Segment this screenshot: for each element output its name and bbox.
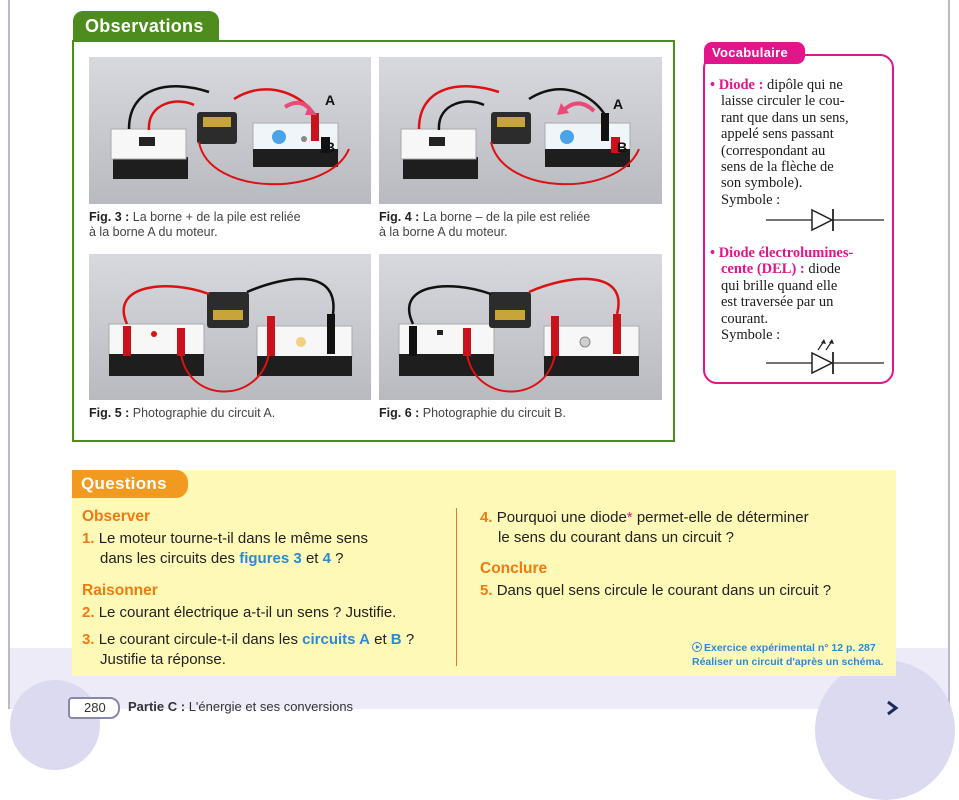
question-4-text-b: permet-elle de déterminer	[636, 509, 809, 526]
footer-part-title: L'énergie et ses conversions	[188, 699, 354, 714]
exercise-link[interactable]: Exercice expérimental n° 12 p. 287 Réali…	[692, 641, 884, 669]
link-figures-3[interactable]: figures 3	[239, 550, 302, 567]
page-number: 280	[84, 700, 106, 715]
caption-fig5-label: Fig. 5 :	[89, 406, 130, 420]
vocab-term-diode: Diode :	[718, 77, 764, 93]
vocab-symbol-label: Symbole :	[721, 191, 781, 208]
link-circuit-b[interactable]: B	[390, 631, 402, 648]
question-2: 2. Le courant électrique a-t-il un sens …	[82, 603, 452, 623]
caption-fig3-label: Fig. 3 :	[89, 210, 130, 224]
question-2-text: Le courant électrique a-t-il un sens ? J…	[98, 604, 397, 621]
exercise-line1: Exercice expérimental n° 12 p. 287	[704, 642, 876, 654]
caption-fig6-label: Fig. 6 :	[379, 406, 420, 420]
caption-fig3-text: La borne + de la pile est reliée	[132, 210, 301, 224]
footer-part-label: Partie C :	[128, 699, 186, 714]
questions-tab: Questions	[72, 470, 188, 498]
question-3-text-c: et	[374, 631, 387, 648]
vocab-line: (correspondant au	[721, 142, 826, 159]
caption-fig5: Fig. 5 : Photographie du circuit A.	[89, 406, 275, 421]
caption-fig3-text2: à la borne A du moteur.	[89, 225, 218, 239]
photo-label-a: A	[325, 92, 335, 108]
next-page-arrow-icon[interactable]	[884, 700, 900, 716]
question-4-number: 4.	[480, 509, 493, 526]
observations-tab: Observations	[73, 11, 219, 41]
bullet-icon: •	[710, 245, 716, 261]
question-1: 1. Le moteur tourne-t-il dans le même se…	[82, 529, 452, 569]
page-number-badge: 280	[68, 697, 120, 719]
link-circuits-a[interactable]: circuits A	[302, 631, 370, 648]
question-3-line2: Justifie ta réponse.	[100, 651, 226, 668]
led-symbol-icon	[766, 339, 884, 375]
caption-fig6-text: Photographie du circuit B.	[422, 406, 566, 420]
question-4: 4. Pourquoi une diode* permet-elle de dé…	[480, 508, 890, 548]
photo-fig3: A B	[89, 57, 371, 204]
caption-fig4-text: La borne – de la pile est reliée	[422, 210, 591, 224]
question-4-text-a: Pourquoi une diode	[496, 509, 627, 526]
question-5-text: Dans quel sens circule le courant dans u…	[496, 582, 832, 599]
vocab-entry-diode: • Diode : dipôle qui ne laisse circuler …	[710, 77, 890, 208]
page-frame-left	[8, 0, 10, 709]
photo4-label-b: B	[617, 139, 627, 155]
photo-fig5	[89, 254, 371, 400]
vocab-line: dipôle qui ne	[767, 77, 843, 93]
question-1-text-c: et	[305, 550, 319, 567]
play-circle-icon	[692, 642, 702, 652]
photo-fig4: A B	[379, 57, 662, 204]
vocab-line: qui brille quand elle	[721, 277, 838, 294]
vocab-line: diode	[808, 261, 841, 278]
vocab-line: sens de la flèche de	[721, 159, 834, 176]
vocabulary-panel	[703, 54, 894, 384]
photo4-label-a: A	[613, 96, 623, 112]
vocab-line: rant que dans un sens,	[721, 109, 849, 126]
vocab-term-led-1: Diode électrolumines-	[718, 245, 854, 261]
link-figure-4[interactable]: 4	[322, 550, 331, 567]
vocab-line: appelé sens passant	[721, 126, 834, 143]
vocabulary-title: Vocabulaire	[712, 45, 789, 60]
section-observer: Observer	[82, 508, 151, 525]
page-frame-right	[948, 0, 950, 709]
caption-fig4: Fig. 4 : La borne – de la pile est relié…	[379, 210, 590, 240]
questions-panel	[72, 470, 896, 676]
question-4-line2: le sens du courant dans un circuit ?	[498, 529, 734, 546]
glossary-star-icon: *	[626, 509, 633, 526]
question-3-number: 3.	[82, 631, 95, 648]
vocabulary-tab: Vocabulaire	[704, 42, 805, 64]
questions-title: Questions	[81, 474, 167, 493]
vocab-line: son symbole).	[721, 175, 803, 192]
watermark-circle-left	[10, 680, 100, 770]
question-5-number: 5.	[480, 582, 493, 599]
vocab-line: courant.	[721, 310, 769, 327]
exercise-line2: Réaliser un circuit d'après un schéma.	[692, 656, 884, 668]
caption-fig3: Fig. 3 : La borne + de la pile est relié…	[89, 210, 301, 240]
question-5: 5. Dans quel sens circule le courant dan…	[480, 581, 890, 601]
questions-divider	[456, 508, 457, 666]
vocab-term-led-2: cente (DEL) :	[721, 261, 805, 278]
question-1-text-a: Le moteur tourne-t-il dans le même sens	[98, 530, 368, 547]
question-1-number: 1.	[82, 530, 95, 547]
question-3: 3. Le courant circule-t-il dans les circ…	[82, 630, 452, 670]
question-2-number: 2.	[82, 604, 95, 621]
bullet-icon: •	[710, 77, 716, 93]
question-3-text-d: ?	[405, 631, 415, 648]
diode-symbol-icon	[766, 208, 884, 232]
caption-fig4-text2: à la borne A du moteur.	[379, 225, 508, 239]
caption-fig4-label: Fig. 4 :	[379, 210, 420, 224]
photo-label-b: B	[325, 139, 335, 155]
question-1-text-d: ?	[335, 550, 344, 567]
vocab-symbol-label: Symbole :	[721, 327, 781, 344]
vocab-entry-led: • Diode électrolumines- cente (DEL) : di…	[710, 245, 890, 343]
photo-fig6	[379, 254, 662, 400]
watermark-circle-right	[815, 660, 955, 800]
footer-part: Partie C : L'énergie et ses conversions	[128, 699, 353, 714]
question-1-text-b: dans les circuits des	[100, 550, 236, 567]
caption-fig6: Fig. 6 : Photographie du circuit B.	[379, 406, 566, 421]
caption-fig5-text: Photographie du circuit A.	[132, 406, 276, 420]
section-raisonner: Raisonner	[82, 582, 158, 599]
section-conclure: Conclure	[480, 560, 548, 577]
question-3-text-a: Le courant circule-t-il dans les	[98, 631, 298, 648]
observations-title: Observations	[85, 16, 204, 36]
vocab-line: laisse circuler le cou-	[721, 93, 845, 110]
vocab-line: est traversée par un	[721, 294, 834, 311]
